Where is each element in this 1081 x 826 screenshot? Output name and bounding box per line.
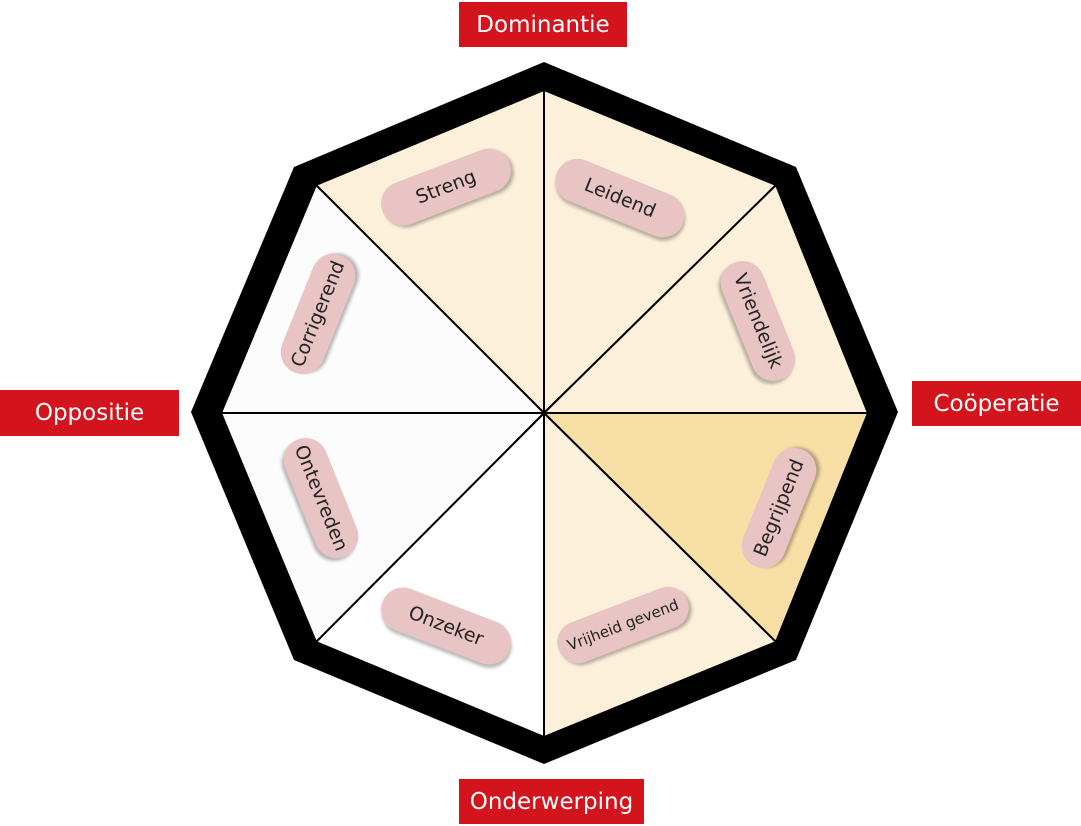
axis-label-cooperatie: Coöperatie bbox=[912, 381, 1081, 426]
axis-label-dominantie: Dominantie bbox=[459, 2, 627, 47]
axis-label-oppositie: Oppositie bbox=[0, 390, 179, 436]
axis-label-onderwerping: Onderwerping bbox=[459, 779, 644, 824]
